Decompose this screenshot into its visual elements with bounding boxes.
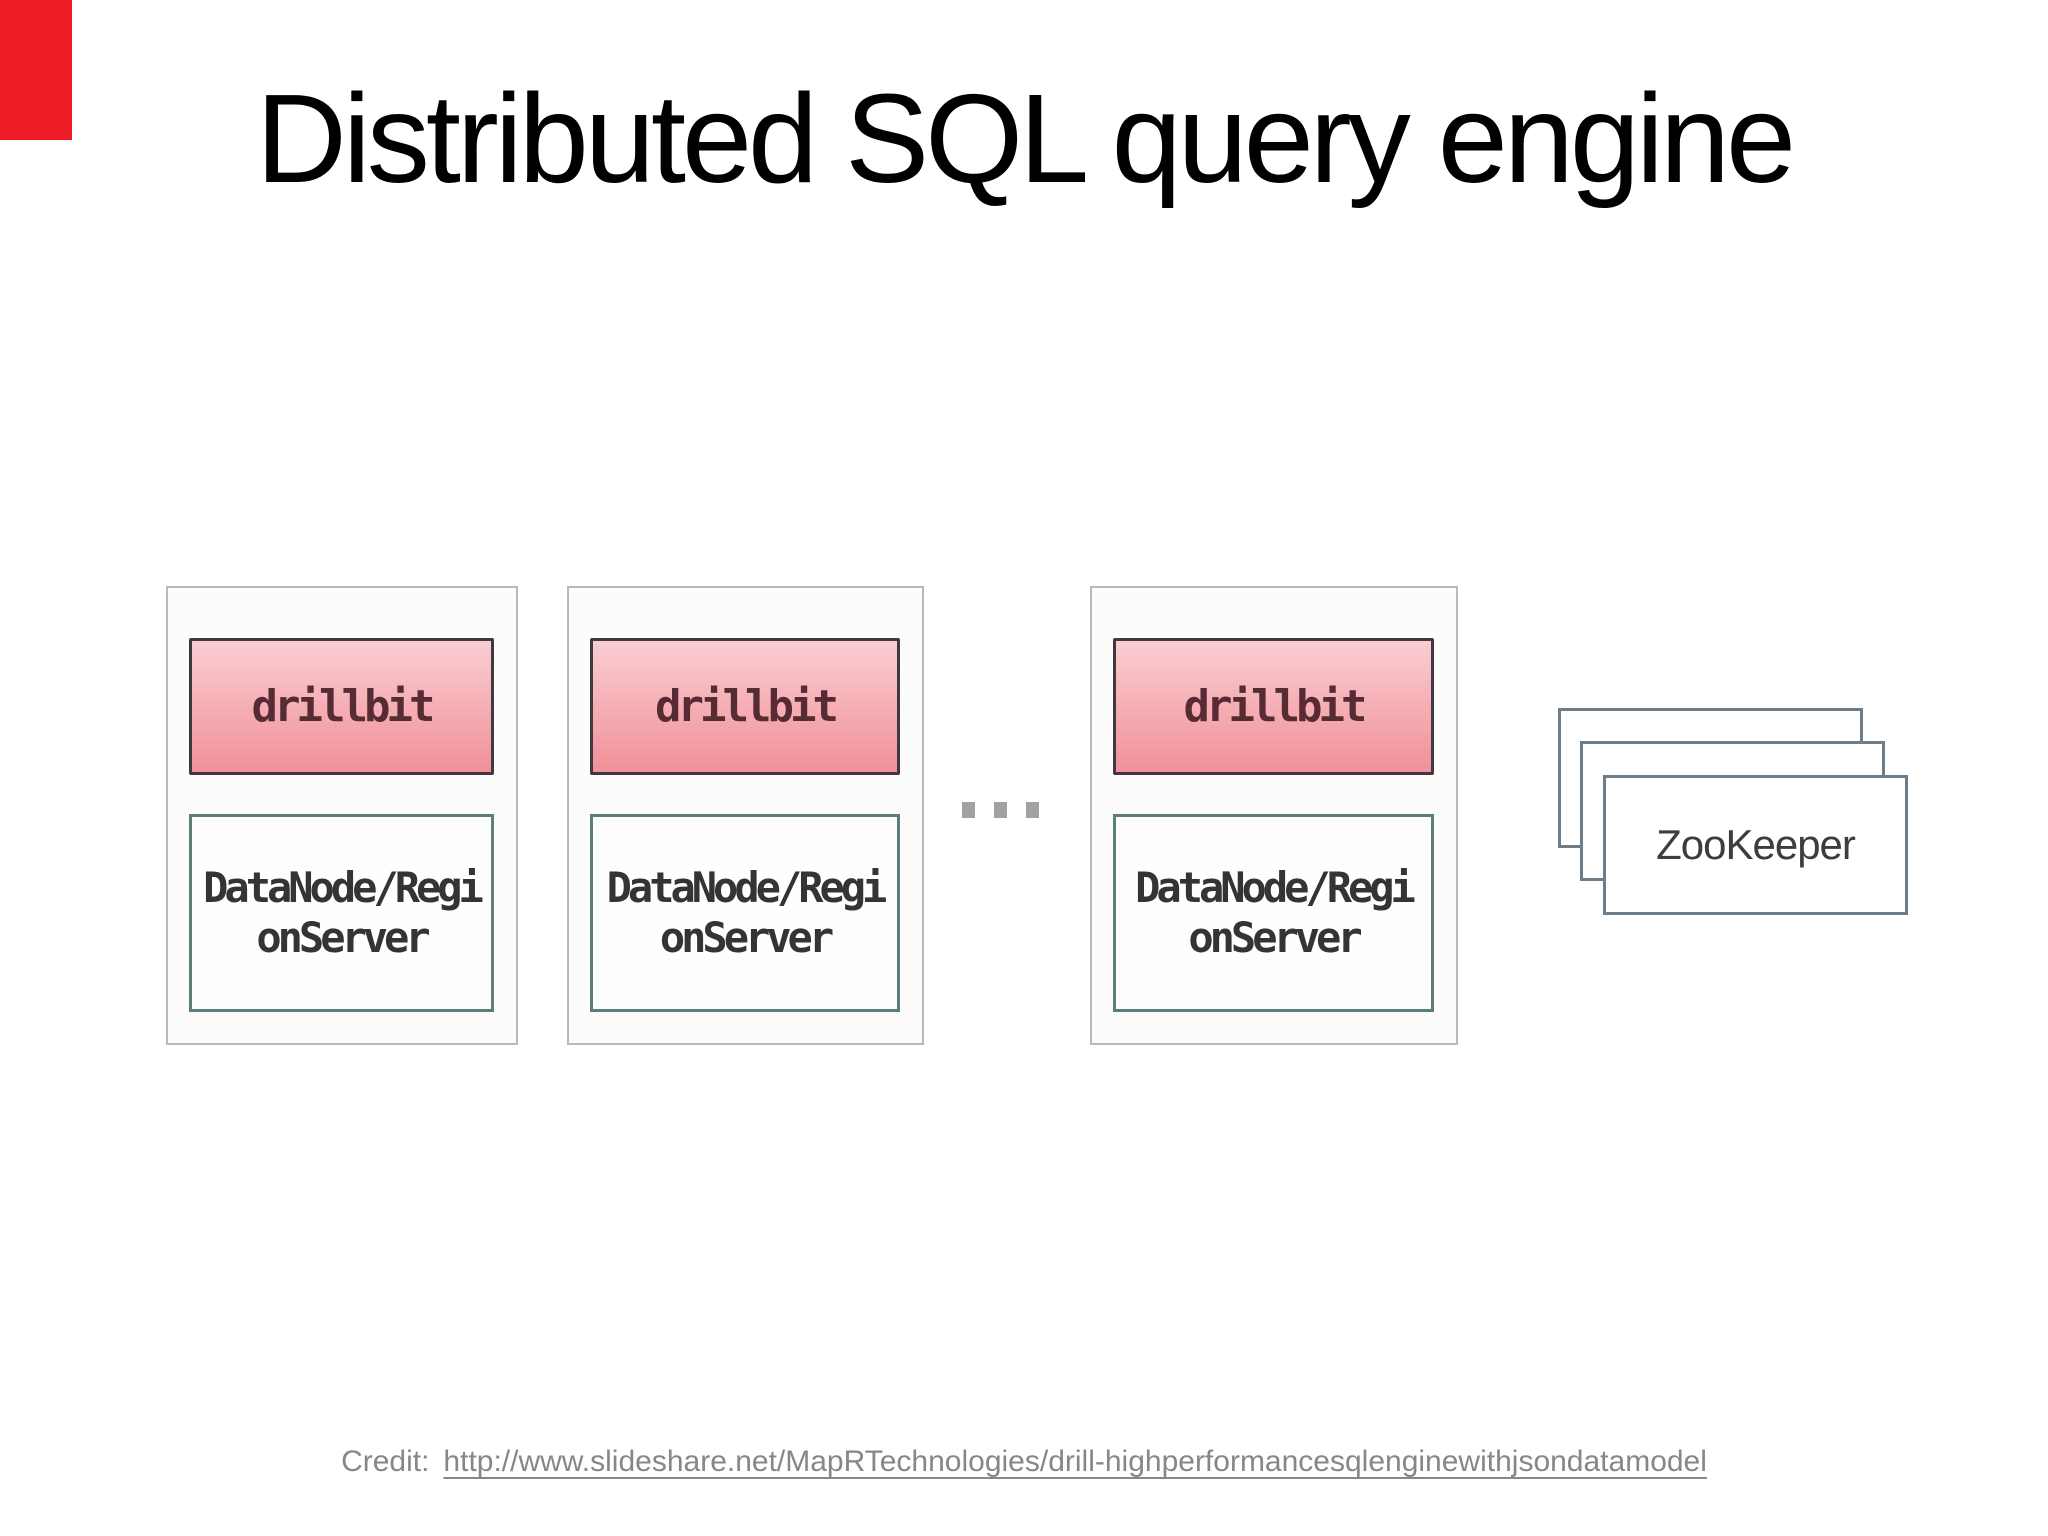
zookeeper-box-front: ZooKeeper: [1603, 775, 1908, 915]
datanode-label-line2: onServer: [256, 913, 430, 962]
ellipsis-dot-icon: [962, 802, 975, 818]
datanode-label-line2: onServer: [659, 913, 834, 962]
datanode-regionserver-box: DataNode/Regi onServer: [1113, 814, 1434, 1012]
datanode-label-line1: DataNode/Regi: [606, 863, 888, 913]
node-group-2: drillbit DataNode/Regi onServer: [567, 586, 924, 1045]
node-group-3: drillbit DataNode/Regi onServer: [1090, 586, 1458, 1045]
drillbit-box: drillbit: [1113, 638, 1434, 775]
drillbit-label: drillbit: [251, 681, 436, 732]
credit-prefix: Credit:: [341, 1445, 430, 1478]
datanode-label-line1: DataNode/Regi: [203, 863, 484, 913]
ellipsis-dot-icon: [1026, 802, 1039, 818]
credit-link[interactable]: http://www.slideshare.net/MapRTechnologi…: [443, 1445, 1707, 1478]
drillbit-label: drillbit: [655, 681, 839, 732]
zookeeper-stack: ZooKeeper: [1558, 708, 1910, 917]
drillbit-label: drillbit: [1183, 681, 1368, 732]
ellipsis-dots: [962, 802, 1039, 818]
node-group-1: drillbit DataNode/Regi onServer: [166, 586, 518, 1045]
credit-line: Credit: http://www.slideshare.net/MapRTec…: [0, 1445, 2048, 1479]
datanode-label-line2: onServer: [1188, 913, 1362, 962]
ellipsis-dot-icon: [994, 802, 1007, 818]
zookeeper-label: ZooKeeper: [1656, 821, 1856, 868]
drillbit-box: drillbit: [590, 638, 900, 775]
datanode-regionserver-box: DataNode/Regi onServer: [590, 814, 900, 1012]
page-title: Distributed SQL query engine: [255, 68, 1796, 209]
drillbit-box: drillbit: [189, 638, 494, 775]
datanode-label-line1: DataNode/Regi: [1135, 863, 1416, 913]
datanode-regionserver-box: DataNode/Regi onServer: [189, 814, 494, 1012]
red-corner-marker: [0, 0, 72, 140]
